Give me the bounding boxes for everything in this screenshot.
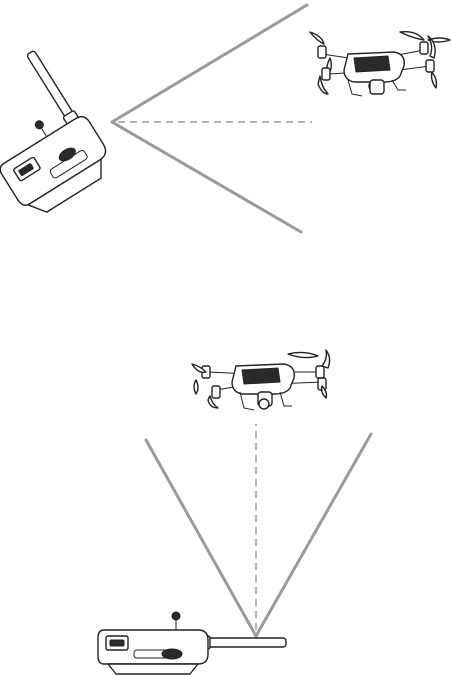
top-drone-prop-front-left [309, 31, 333, 77]
bottom-controller-antenna [205, 637, 287, 648]
bottom-remote-controller [97, 611, 287, 675]
top-drone [309, 30, 451, 97]
bottom-beam-right-edge [254, 432, 373, 638]
bottom-signal-beam [144, 424, 373, 638]
bottom-beam-left-edge [144, 438, 258, 638]
top-beam-lower-edge [110, 120, 303, 234]
top-beam-upper-edge [110, 3, 309, 124]
top-drone-prop-rear-right [425, 35, 438, 89]
bottom-drone-prop-rear-left [207, 385, 221, 409]
top-drone-prop-rear-left [317, 67, 331, 95]
top-signal-beam [110, 3, 312, 234]
top-drone-prop-front-right [399, 30, 451, 55]
top-controller-antenna [26, 50, 75, 121]
bottom-drone-prop-front-right [287, 349, 331, 379]
bottom-drone-prop-rear-right [317, 377, 328, 399]
bottom-drone [191, 349, 331, 411]
top-panel [0, 3, 451, 234]
bottom-drone-prop-front-left [191, 363, 211, 395]
top-remote-controller [0, 50, 107, 213]
bottom-panel [97, 349, 373, 675]
